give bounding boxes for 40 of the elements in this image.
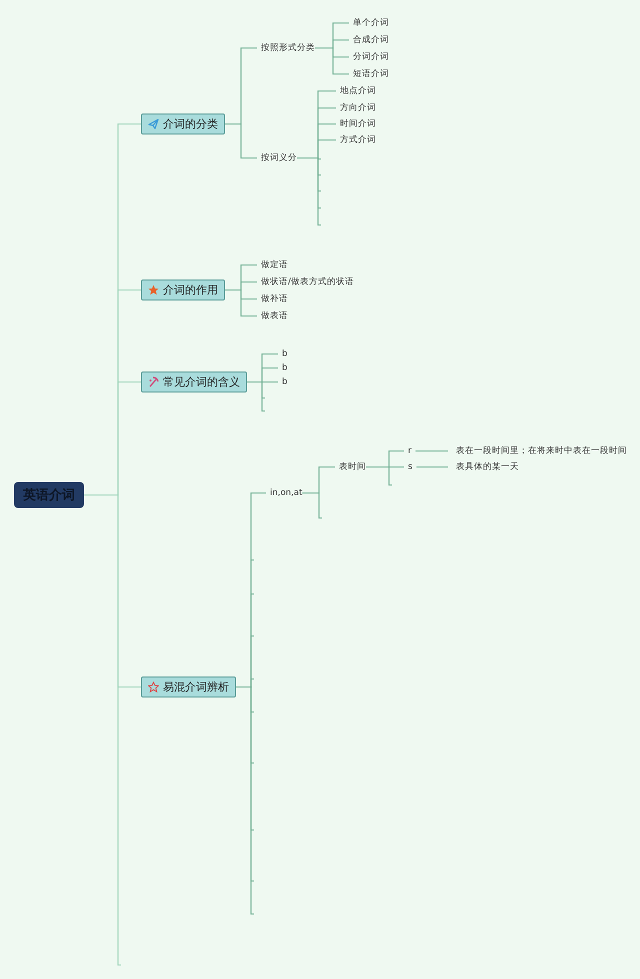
branch-label: s xyxy=(404,462,412,472)
branch-label: 分词介词 xyxy=(349,52,389,62)
connector-line xyxy=(247,381,265,412)
connector-line xyxy=(315,47,349,75)
branch-label: b xyxy=(278,378,288,386)
branch-label: 地点介词 xyxy=(336,86,376,96)
branch-label: b xyxy=(278,350,288,358)
branch-box xyxy=(141,114,225,134)
branch-label: 做表语 xyxy=(257,312,288,320)
branch-label: 单个介词 xyxy=(349,18,389,28)
branch-label: 方向介词 xyxy=(336,104,376,112)
branch-box xyxy=(141,372,247,392)
connector-line xyxy=(366,466,392,486)
branch-label: 时间介词 xyxy=(336,120,376,128)
branch-title: 介词的分类 xyxy=(163,116,218,132)
branch-label: b xyxy=(278,364,288,372)
branch-box xyxy=(141,280,225,300)
branch-title: 常见介词的含义 xyxy=(163,374,240,390)
branch-label: in,on,at xyxy=(266,488,302,498)
connector-line xyxy=(225,123,257,159)
connector-line xyxy=(297,157,321,226)
connector-line xyxy=(416,466,448,468)
connector-line xyxy=(416,450,448,452)
branch-label: 短语介词 xyxy=(349,70,389,78)
branch-label: r xyxy=(404,446,412,456)
branch-label: 做补语 xyxy=(257,294,288,304)
branch-label: 按词义分 xyxy=(257,154,297,162)
branch-label: 按照形式分类 xyxy=(257,44,315,52)
branch-label: 做定语 xyxy=(257,260,288,270)
branch-title: 易混介词辨析 xyxy=(163,680,229,694)
central-topic-box: 英语介词 xyxy=(14,482,84,508)
branch-box xyxy=(141,676,236,698)
branch-label: 做状语/做表方式的状语 xyxy=(257,278,354,286)
branch-title: 介词的作用 xyxy=(163,282,218,298)
branch-label: 方式介词 xyxy=(336,136,376,144)
branch-label: 合成介词 xyxy=(349,36,389,44)
branch-label: 表时间 xyxy=(335,462,366,472)
connector-line xyxy=(302,492,322,519)
branch-label: 表具体的某一天 xyxy=(452,462,519,472)
branch-label: 表在一段时间里；在将来时中表在一段时间 xyxy=(452,446,627,456)
